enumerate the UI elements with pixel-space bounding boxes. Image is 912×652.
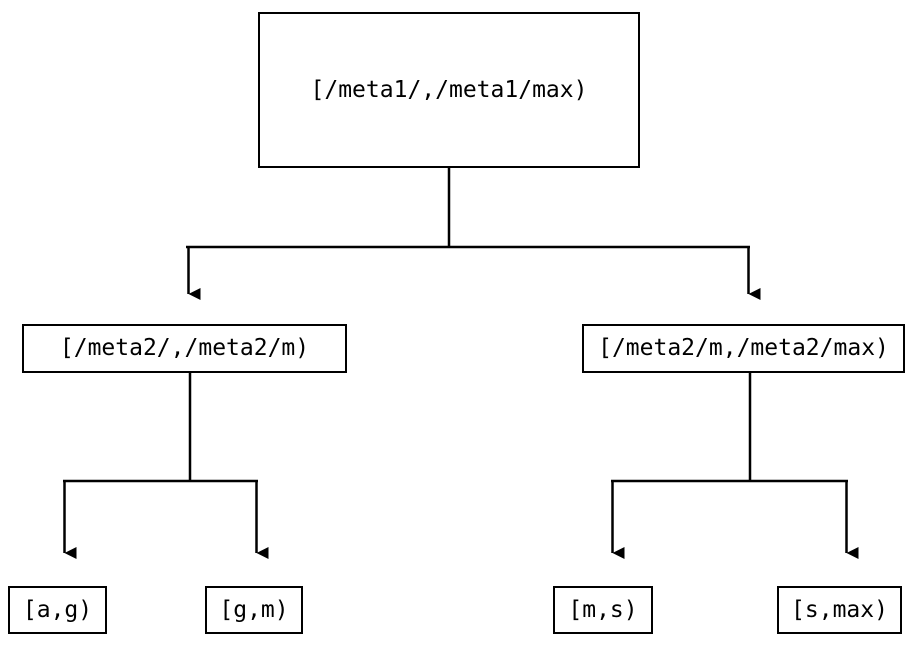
tree-node-l2-right: [/meta2/m,/meta2/max) [582,324,905,373]
tree-node-leaf-ms: [m,s) [553,586,653,634]
tree-node-leaf-smax: [s,max) [777,586,902,634]
edge-root-to-level2 [186,168,761,300]
tree-node-leaf-gm: [g,m) [205,586,303,634]
tree-node-l2-left: [/meta2/,/meta2/m) [22,324,347,373]
tree-node-leaf-ag: [a,g) [8,586,107,634]
edge-l2right-to-leaves [611,373,859,559]
edge-l2left-to-leaves [63,373,269,559]
tree-node-root: [/meta1/,/meta1/max) [258,12,640,168]
